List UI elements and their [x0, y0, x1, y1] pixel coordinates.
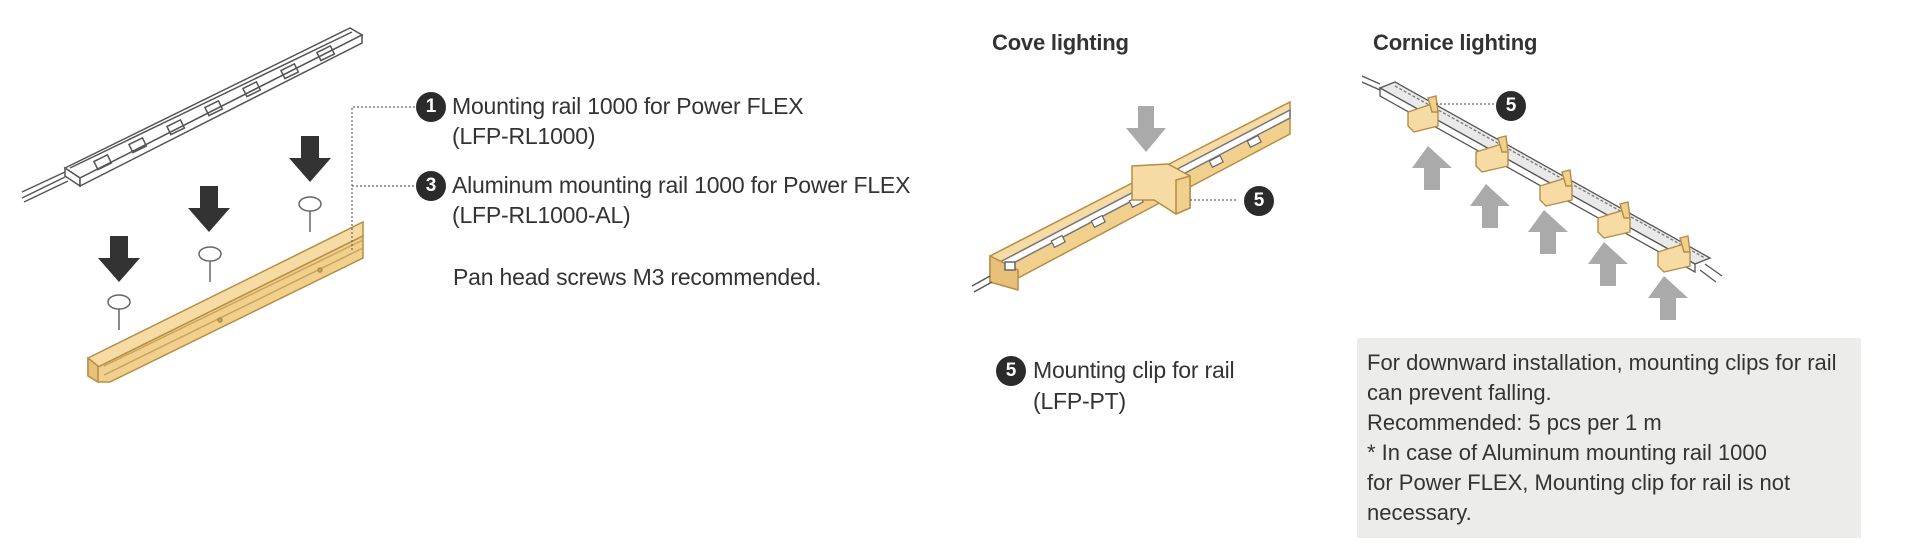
callout-number-3: 3	[416, 171, 446, 201]
downward-installation-note: For downward installation, mounting clip…	[1357, 338, 1861, 538]
leader-lines	[351, 106, 416, 250]
screw-icon	[107, 196, 322, 330]
note-line: necessary.	[1367, 500, 1472, 525]
callout-number-5: 5	[1244, 186, 1274, 216]
led-strip-illustration	[21, 27, 364, 203]
mounting-rail-illustration	[87, 220, 364, 384]
callout-number-1: 1	[416, 92, 446, 122]
aluminum-rail-title: Aluminum mounting rail 1000 for Power FL…	[452, 172, 911, 198]
down-arrow-icon	[98, 136, 331, 282]
mounting-rail-code: (LFP-RL1000)	[452, 123, 596, 149]
up-arrow-icon	[1412, 146, 1688, 320]
screw-note: Pan head screws M3 recommended.	[453, 264, 822, 290]
mounting-clip-illustration	[1131, 163, 1191, 216]
mounting-clip-illustration	[1407, 95, 1691, 273]
clip-title: Mounting clip for rail	[1033, 357, 1235, 383]
note-line: For downward installation, mounting clip…	[1367, 350, 1837, 375]
callout-number-5: 5	[1496, 91, 1526, 121]
cornice-heading: Cornice lighting	[1373, 30, 1538, 55]
clip-code: (LFP-PT)	[1033, 388, 1126, 414]
led-chip	[1050, 134, 1262, 249]
down-arrow-icon	[1126, 106, 1166, 152]
callout-number-5: 5	[996, 356, 1026, 386]
note-line: * In case of Aluminum mounting rail 1000	[1367, 440, 1767, 465]
cove-heading: Cove lighting	[992, 30, 1129, 55]
note-line: Recommended: 5 pcs per 1 m	[1367, 410, 1662, 435]
aluminum-rail-code: (LFP-RL1000-AL)	[452, 202, 631, 228]
mounting-rail-title: Mounting rail 1000 for Power FLEX	[452, 93, 804, 119]
note-line: can prevent falling.	[1367, 380, 1552, 405]
note-line: for Power FLEX, Mounting clip for rail i…	[1367, 470, 1791, 495]
